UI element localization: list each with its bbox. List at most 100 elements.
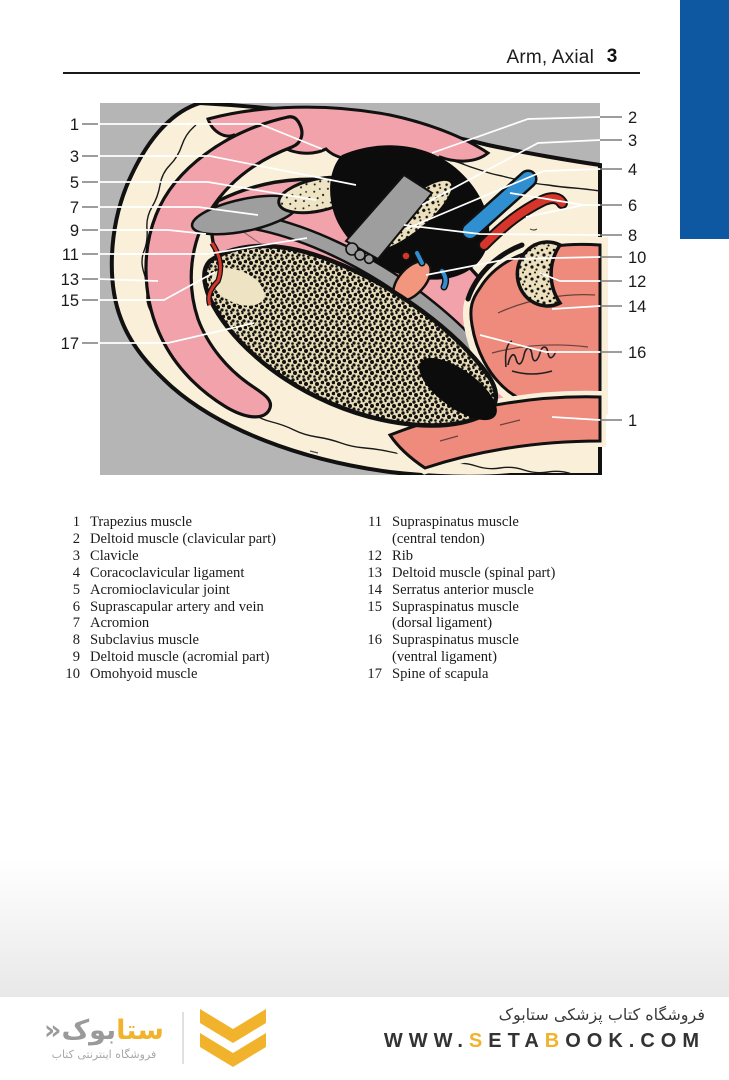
legend-row: (dorsal ligament) (358, 615, 658, 632)
legend-text: Deltoid muscle (clavicular part) (90, 530, 276, 547)
wordmark-part-gray: بوک (61, 1014, 117, 1046)
legend-text: Trapezius muscle (90, 514, 193, 530)
callout-number: 13 (61, 271, 79, 289)
page-number: 3 (606, 46, 618, 67)
website-segment: ETA (488, 1030, 545, 1052)
legend-row: 3 Clavicle (56, 548, 346, 565)
legend-text: Deltoid muscle (spinal part) (392, 564, 556, 581)
legend-number: 16 (367, 632, 382, 649)
legend-row: (ventral ligament) (358, 649, 658, 666)
legend-row: 1 Trapezius muscle (56, 514, 346, 531)
figure-spine-of-scapula (202, 243, 498, 428)
callout-number: 1 (70, 116, 79, 134)
legend-row: 4 Coracoclavicular ligament (56, 565, 346, 582)
legend-number: 17 (367, 666, 382, 683)
legend-number: 9 (72, 649, 80, 666)
website-segment-accent: S (468, 1030, 489, 1052)
leader-lines-outer (82, 116, 622, 421)
callout-number: 3 (628, 132, 637, 150)
legend-text: Omohyoid muscle (90, 666, 198, 683)
legend-row: 7 Acromion (56, 615, 346, 632)
callout-number: 10 (628, 249, 646, 267)
legend-number: 7 (72, 615, 80, 632)
legend-number: 10 (65, 666, 80, 683)
callout-number: 14 (628, 298, 646, 316)
setabook-chevron-logo-icon (199, 1009, 266, 1067)
website-segment-accent: B (544, 1030, 566, 1052)
callout-number: 17 (61, 335, 79, 353)
footer: ستابوک« فروشگاه اینترنتی کتاب فروشگاه کت… (0, 997, 729, 1080)
legend-text: Suprascapular artery and vein (90, 598, 264, 615)
legend-row: 17 Spine of scapula (358, 666, 658, 683)
wordmark-part-yellow: ستا (116, 1014, 164, 1046)
page-bottom-shadow (0, 858, 729, 997)
callout-number: 7 (70, 199, 79, 217)
legend-number: 15 (367, 598, 382, 615)
footer-website: WWW.SETABOOK.COM (384, 1030, 705, 1053)
legend-text: Supraspinatus muscle (392, 632, 519, 649)
legend-text: (central tendon) (392, 530, 485, 547)
legend-text: (dorsal ligament) (392, 615, 493, 632)
legend-number: 4 (72, 564, 80, 581)
figure-subclavius-muscle (344, 173, 434, 265)
figure-callout-numbers: 1 3 5 7 9 11 13 15 17 2 3 4 6 8 10 12 14… (61, 109, 647, 430)
legend-row: 15 Supraspinatus muscle (358, 599, 658, 616)
legend-text: Acromion (90, 615, 150, 632)
setabook-wordmark-block: ستابوک« فروشگاه اینترنتی کتاب (44, 1014, 164, 1061)
legend-number: 5 (72, 581, 80, 598)
legend-text: Deltoid muscle (acromial part) (90, 649, 270, 666)
legend-row: 13 Deltoid muscle (spinal part) (358, 565, 658, 582)
legend-text: Subclavius muscle (90, 632, 200, 649)
legend-number: 12 (367, 547, 382, 564)
figure-deltoid-muscle (144, 115, 304, 419)
legend-number: 14 (367, 581, 382, 598)
legend-text: Supraspinatus muscle (392, 598, 519, 615)
callout-number: 15 (61, 292, 79, 310)
legend-number (358, 531, 382, 548)
setabook-wordmark: ستابوک« (44, 1014, 164, 1046)
legend-text: Spine of scapula (392, 666, 489, 683)
website-segment: OOK.COM (565, 1030, 705, 1052)
callout-number: 1 (628, 412, 637, 430)
logo-subtitle: فروشگاه اینترنتی کتاب (51, 1047, 157, 1061)
leader-lines-inner (97, 116, 601, 421)
legend-row: 5 Acromioclavicular joint (56, 582, 346, 599)
legend-number (358, 649, 382, 666)
legend-number: 8 (72, 632, 80, 649)
callout-number: 11 (62, 246, 79, 264)
legend-row: 14 Serratus anterior muscle (358, 582, 658, 599)
footer-text-block: فروشگاه کتاب پزشکی ستابوک WWW.SETABOOK.C… (384, 1005, 705, 1053)
legend-row: (central tendon) (358, 531, 658, 548)
legend-number (358, 615, 382, 632)
legend-row: 9 Deltoid muscle (acromial part) (56, 649, 346, 666)
page-title: Arm, Axial (506, 47, 594, 68)
legend-row: 10 Omohyoid muscle (56, 666, 346, 683)
callout-number: 16 (628, 344, 646, 362)
anatomy-figure: 1 3 5 7 9 11 13 15 17 2 3 4 6 8 10 12 14… (61, 103, 647, 475)
legend-text: Acromioclavicular joint (90, 581, 230, 598)
footer-tagline: فروشگاه کتاب پزشکی ستابوک (498, 1005, 705, 1024)
figure-suprascapular-vein (460, 169, 538, 241)
legend-text: Coracoclavicular ligament (90, 564, 245, 581)
legend-number: 1 (72, 514, 80, 530)
callout-number: 6 (628, 197, 637, 215)
chapter-tab (680, 0, 729, 239)
legend-row: 16 Supraspinatus muscle (358, 632, 658, 649)
legend-text: Supraspinatus muscle (392, 514, 519, 530)
setabook-logo: ستابوک« فروشگاه اینترنتی کتاب (44, 1007, 268, 1069)
legend-column-left: 1 Trapezius muscle 2 Deltoid muscle (clavi… (56, 514, 346, 683)
callout-number: 3 (70, 148, 79, 166)
legend-number: 13 (367, 564, 382, 581)
illustrator-signature (504, 340, 557, 375)
legend-text: (ventral ligament) (392, 649, 497, 666)
legend-text: Clavicle (90, 547, 139, 564)
callout-number: 9 (70, 222, 79, 240)
legend-text: Serratus anterior muscle (392, 581, 534, 598)
legend-number: 3 (72, 547, 80, 564)
legend-number: 2 (72, 530, 80, 547)
